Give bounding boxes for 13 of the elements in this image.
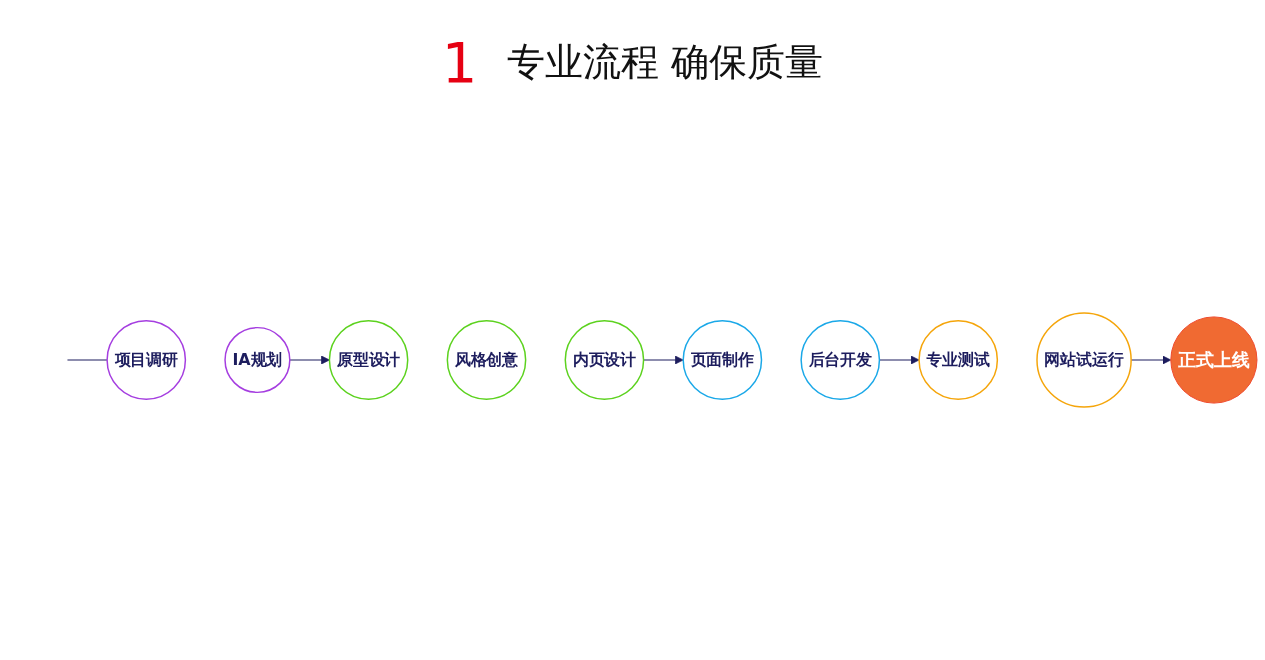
node-circle: 网站试运行 <box>1036 312 1132 408</box>
title: 专业流程 确保质量 <box>507 40 824 84</box>
node-circle: 正式上线 <box>1170 316 1258 404</box>
node-circle: 专业测试 <box>918 320 999 400</box>
node-circle: 风格创意 <box>446 320 527 400</box>
node-circle: 页面制作 <box>682 320 763 400</box>
node-circle: 项目调研 <box>106 320 187 400</box>
section-number: 1 <box>441 30 478 95</box>
arrow <box>289 355 330 365</box>
node-circle: IA规划 <box>224 326 291 394</box>
node-circle: 原型设计 <box>328 320 409 400</box>
node-circle: 后台开发 <box>800 320 881 400</box>
node-circle: 内页设计 <box>564 320 645 400</box>
